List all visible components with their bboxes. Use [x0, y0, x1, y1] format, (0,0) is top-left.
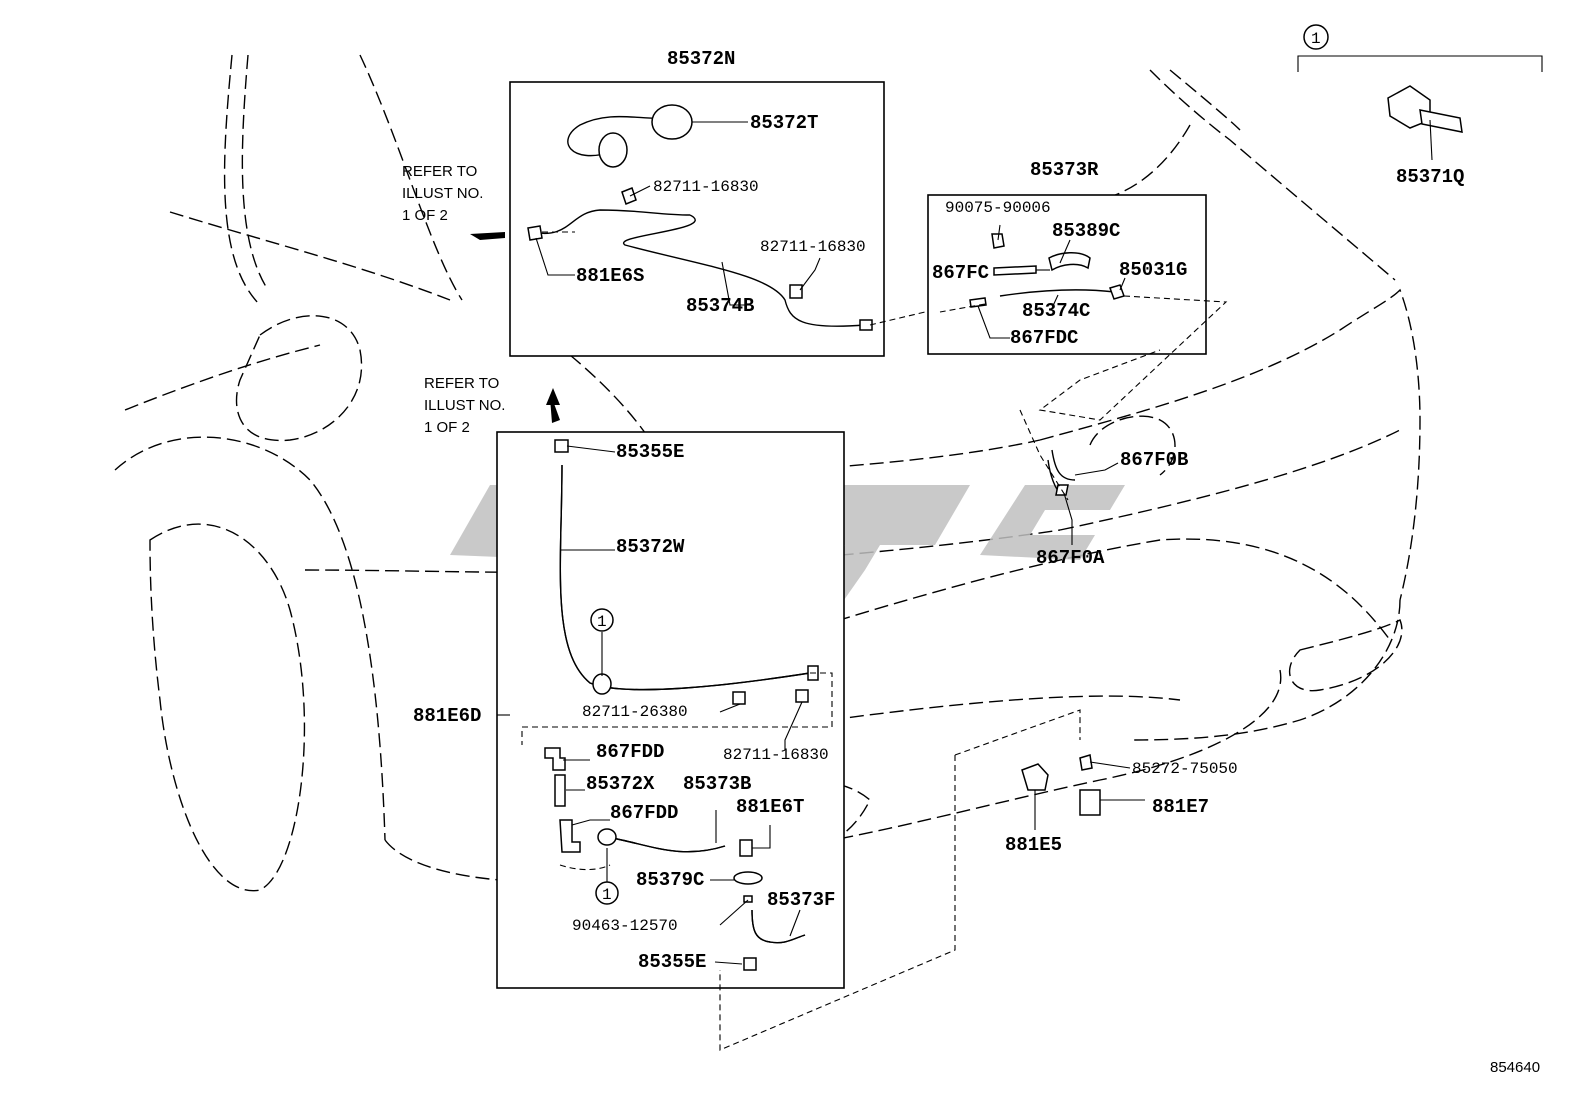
label-85373F: 85373F [767, 889, 835, 911]
label-881E6D: 881E6D [413, 705, 481, 727]
group-box-85372N [509, 81, 885, 357]
group-box-881E6D [496, 431, 845, 989]
rear-bracket-parts [719, 449, 1101, 1051]
ref-note-line1: REFER TO [402, 163, 477, 180]
svg-text:1: 1 [602, 886, 612, 904]
callout-1-lower: 1 [602, 886, 612, 904]
label-85372T: 85372T [750, 112, 818, 134]
connection-lines [521, 295, 1228, 745]
reference-note-1: REFER TO ILLUST NO. 1 OF 2 [402, 163, 483, 224]
label-82711-26380: 82711-26380 [582, 703, 688, 721]
diagram-id: 854640 [1490, 1059, 1540, 1076]
label-82711-16830-a: 82711-16830 [653, 178, 759, 196]
label-85379C: 85379C [636, 869, 704, 891]
label-85389C: 85389C [1052, 220, 1120, 242]
ref-note-line1: REFER TO [424, 375, 499, 392]
label-85374B: 85374B [686, 295, 754, 317]
label-881E6T: 881E6T [736, 796, 804, 818]
label-867F0A: 867F0A [1036, 547, 1105, 569]
kit-85371Q [1297, 55, 1543, 161]
label-867FDC: 867FDC [1010, 327, 1078, 349]
reference-note-2: REFER TO ILLUST NO. 1 OF 2 [424, 375, 505, 436]
label-85272-75050: 85272-75050 [1132, 760, 1238, 778]
label-85371Q: 85371Q [1396, 166, 1464, 188]
ref-note-line2: ILLUST NO. [424, 397, 505, 414]
label-867FC: 867FC [932, 262, 989, 284]
label-85374C: 85374C [1022, 300, 1090, 322]
label-85355E-b: 85355E [638, 951, 706, 973]
arrow-left-icon [470, 232, 505, 240]
label-85355E-a: 85355E [616, 441, 684, 463]
label-85373R: 85373R [1030, 159, 1099, 181]
label-867F0B: 867F0B [1120, 449, 1188, 471]
leader-lines [497, 121, 1145, 965]
label-85372W: 85372W [616, 536, 685, 558]
label-85372N: 85372N [667, 48, 735, 70]
ref-note-line2: ILLUST NO. [402, 185, 483, 202]
label-867FDD-b: 867FDD [610, 802, 678, 824]
label-881E6S: 881E6S [576, 265, 644, 287]
svg-text:1: 1 [1311, 30, 1321, 48]
label-82711-16830-b: 82711-16830 [760, 238, 866, 256]
group-box-85373R [927, 194, 1207, 355]
callout-1-upper: 1 [597, 613, 607, 631]
label-881E7: 881E7 [1152, 796, 1209, 818]
label-867FDD-a: 867FDD [596, 741, 664, 763]
label-90075-90006: 90075-90006 [945, 199, 1051, 217]
label-881E5: 881E5 [1005, 834, 1062, 856]
svg-text:1: 1 [597, 613, 607, 631]
label-85372X: 85372X [586, 773, 655, 795]
label-90463-12570: 90463-12570 [572, 917, 678, 935]
callout-1-top: 1 [1303, 24, 1329, 50]
label-85031G: 85031G [1119, 259, 1187, 281]
ref-note-line3: 1 OF 2 [424, 419, 470, 436]
label-82711-16830-c: 82711-16830 [723, 746, 829, 764]
label-85373B: 85373B [683, 773, 751, 795]
reference-arrows [470, 232, 560, 423]
ref-note-line3: 1 OF 2 [402, 207, 448, 224]
